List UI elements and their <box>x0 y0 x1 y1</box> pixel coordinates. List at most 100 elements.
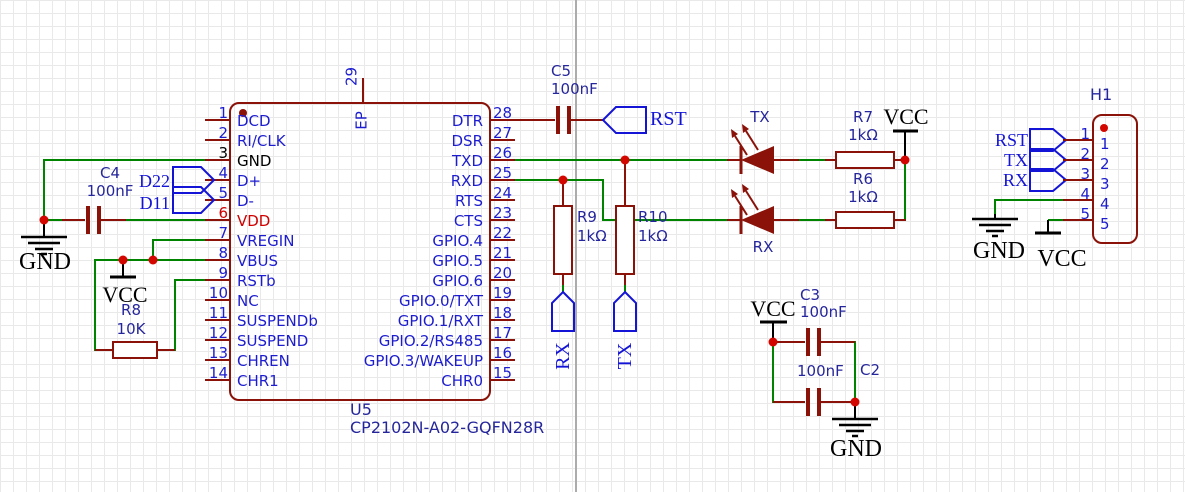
h1-tx-net-flag[interactable] <box>1029 148 1068 172</box>
ic-pin-number-18: 18 <box>493 304 513 322</box>
ic-pin-name-22: GPIO.4 <box>432 232 483 250</box>
ic-pin-number-13: 13 <box>208 344 228 362</box>
h1-inside-pin-number-4: 4 <box>1100 195 1110 213</box>
c3-value-label[interactable]: 100nF <box>800 303 847 321</box>
vcc-symbol-h1[interactable] <box>1035 220 1061 235</box>
tx-flag-vertical-text[interactable]: TX <box>614 342 636 370</box>
c5-value-label[interactable]: 100nF <box>551 80 598 98</box>
r7-resistor[interactable] <box>825 151 906 169</box>
ic-pin-name-4: D+ <box>237 172 262 190</box>
r9-resistor[interactable] <box>553 180 573 285</box>
r10-value-label[interactable]: 1kΩ <box>638 227 668 245</box>
gnd-label-c2[interactable]: GND <box>830 436 882 462</box>
tx-led[interactable] <box>727 124 799 174</box>
tx-led-label[interactable]: TX <box>750 108 770 126</box>
r9-value-label[interactable]: 1kΩ <box>577 227 607 245</box>
rst-flag-text[interactable]: RST <box>650 108 687 130</box>
rx-led-label[interactable]: RX <box>752 238 774 256</box>
r7-ref-label[interactable]: R7 <box>853 108 873 126</box>
c5-ref-label[interactable]: C5 <box>551 62 572 80</box>
vcc-label-c3[interactable]: VCC <box>750 296 796 321</box>
ic-pin-number-12: 12 <box>208 324 228 342</box>
rst-net-flag[interactable] <box>601 106 647 134</box>
d22-flag-label[interactable]: D22 <box>139 171 170 191</box>
c3-ref-label[interactable]: C3 <box>800 286 821 304</box>
h1-pin-stubs <box>1063 139 1093 221</box>
wire-rxd-drop[interactable] <box>602 180 727 221</box>
u5-ref-label[interactable]: U5 <box>350 400 372 419</box>
r6-resistor[interactable] <box>825 211 906 229</box>
r8-resistor[interactable] <box>95 341 175 359</box>
c2-capacitor[interactable] <box>773 388 855 416</box>
c3-capacitor[interactable] <box>773 328 855 356</box>
h1-connector-symbol[interactable] <box>1063 114 1138 244</box>
vcc-symbol-top-right[interactable] <box>893 129 918 160</box>
ic-outline[interactable] <box>229 102 491 401</box>
c4-ref-label[interactable]: C4 <box>99 164 121 182</box>
ic-pin-number-3: 3 <box>218 144 228 162</box>
r10-resistor[interactable] <box>615 160 635 285</box>
r8-ref-label[interactable]: R8 <box>121 301 141 319</box>
gnd-symbol-h1[interactable] <box>972 214 1018 238</box>
ic-pin-number-25: 25 <box>493 164 513 182</box>
h1-rst-flag-text[interactable]: RST <box>994 130 1028 150</box>
rx-flag-vertical-text[interactable]: RX <box>552 342 574 370</box>
h1-outside-pin-number-4: 4 <box>1080 185 1090 203</box>
ic-pin-name-6: VDD <box>237 212 271 230</box>
r7-value-label[interactable]: 1kΩ <box>848 126 878 144</box>
led-emission-arrow <box>745 130 759 151</box>
ic-pin-name-26: TXD <box>452 152 483 170</box>
gnd-symbol-c2[interactable] <box>832 402 878 438</box>
vcc-label-h1[interactable]: VCC <box>1037 246 1087 272</box>
junction-dots <box>39 155 910 407</box>
rx-led[interactable] <box>727 184 799 234</box>
d-minus-net-flag[interactable] <box>172 186 216 214</box>
wire-vregin[interactable] <box>152 239 205 261</box>
c2-ref-label[interactable]: C2 <box>860 361 881 379</box>
ic-pin-name-28: DTR <box>451 112 483 130</box>
ic-pin-number-23: 23 <box>493 204 513 222</box>
ic-pin-number-20: 20 <box>493 264 513 282</box>
r10-ref-label[interactable]: R10 <box>638 208 668 226</box>
ic-pin-number-7: 7 <box>218 224 228 242</box>
h1-tx-flag-text[interactable]: TX <box>1004 150 1028 170</box>
wire-gnd-pin3[interactable] <box>43 159 205 220</box>
h1-outside-pin-number-3: 3 <box>1080 165 1090 183</box>
d11-flag-label[interactable]: D11 <box>139 193 170 213</box>
ic-pin-number-6: 6 <box>218 204 228 222</box>
tx-net-flag[interactable] <box>613 290 637 332</box>
u5-value-label[interactable]: CP2102N-A02-GQFN28R <box>350 418 545 437</box>
ic-pin-name-12: SUSPEND <box>237 332 309 350</box>
h1-ref-label[interactable]: H1 <box>1090 85 1113 104</box>
u5-ic-symbol[interactable] <box>205 78 515 401</box>
vcc-label-r8[interactable]: VCC <box>102 282 148 307</box>
c5-capacitor[interactable] <box>515 106 604 134</box>
r8-value-label[interactable]: 10K <box>116 320 146 338</box>
d-plus-net-flag[interactable] <box>172 166 216 194</box>
led-emission-arrow <box>734 195 748 216</box>
c2-value-label[interactable]: 100nF <box>797 362 844 380</box>
ic-pin-number-16: 16 <box>493 344 513 362</box>
r6-value-label[interactable]: 1kΩ <box>848 188 878 206</box>
h1-rx-net-flag[interactable] <box>1029 168 1068 192</box>
ic-pin-number-17: 17 <box>493 324 513 342</box>
wires[interactable] <box>43 159 1065 403</box>
gnd-label-left[interactable]: GND <box>19 249 71 275</box>
wire-rstb[interactable] <box>174 279 205 351</box>
ic-pin-name-23: CTS <box>453 212 483 230</box>
r6-ref-label[interactable]: R6 <box>853 170 873 188</box>
res-body <box>615 205 635 275</box>
ic-pin-name-3: GND <box>237 152 272 170</box>
c4-capacitor[interactable] <box>62 206 126 234</box>
r9-ref-label[interactable]: R9 <box>577 208 597 226</box>
rx-net-flag[interactable] <box>551 290 575 332</box>
c4-value-label[interactable]: 100nF <box>86 182 134 200</box>
ic-pin-number-14: 14 <box>208 364 228 382</box>
gnd-label-h1[interactable]: GND <box>973 238 1025 264</box>
h1-rx-flag-text[interactable]: RX <box>1002 170 1028 190</box>
ic-pin-name-9: RSTb <box>237 272 276 290</box>
ep-pin-number: 29 <box>342 66 361 87</box>
vcc-label-top[interactable]: VCC <box>883 104 929 129</box>
h1-rst-net-flag[interactable] <box>1029 128 1068 152</box>
